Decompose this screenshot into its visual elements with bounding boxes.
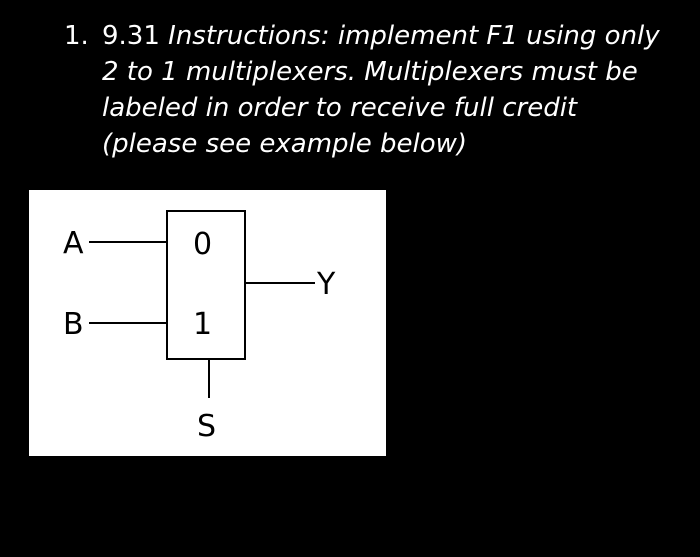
port-0-label: 0 bbox=[193, 227, 212, 262]
mux-example-figure: A B 0 1 Y S bbox=[29, 190, 386, 456]
port-1-label: 1 bbox=[193, 307, 212, 342]
input-a-label: A bbox=[63, 226, 84, 261]
question-text: 1. 9.31 Instructions: implement F1 using… bbox=[64, 18, 664, 162]
input-b-label: B bbox=[63, 307, 84, 342]
output-label: Y bbox=[316, 267, 336, 302]
mux-diagram: A B 0 1 Y S bbox=[63, 210, 336, 444]
mux-box bbox=[166, 210, 246, 360]
question-body: 9.31 Instructions: implement F1 using on… bbox=[102, 18, 664, 162]
select-label: S bbox=[197, 409, 216, 444]
question-instructions: Instructions: implement F1 using only 2 … bbox=[102, 21, 660, 159]
question-number: 1. bbox=[64, 21, 89, 51]
question-ref: 9.31 bbox=[102, 21, 160, 51]
